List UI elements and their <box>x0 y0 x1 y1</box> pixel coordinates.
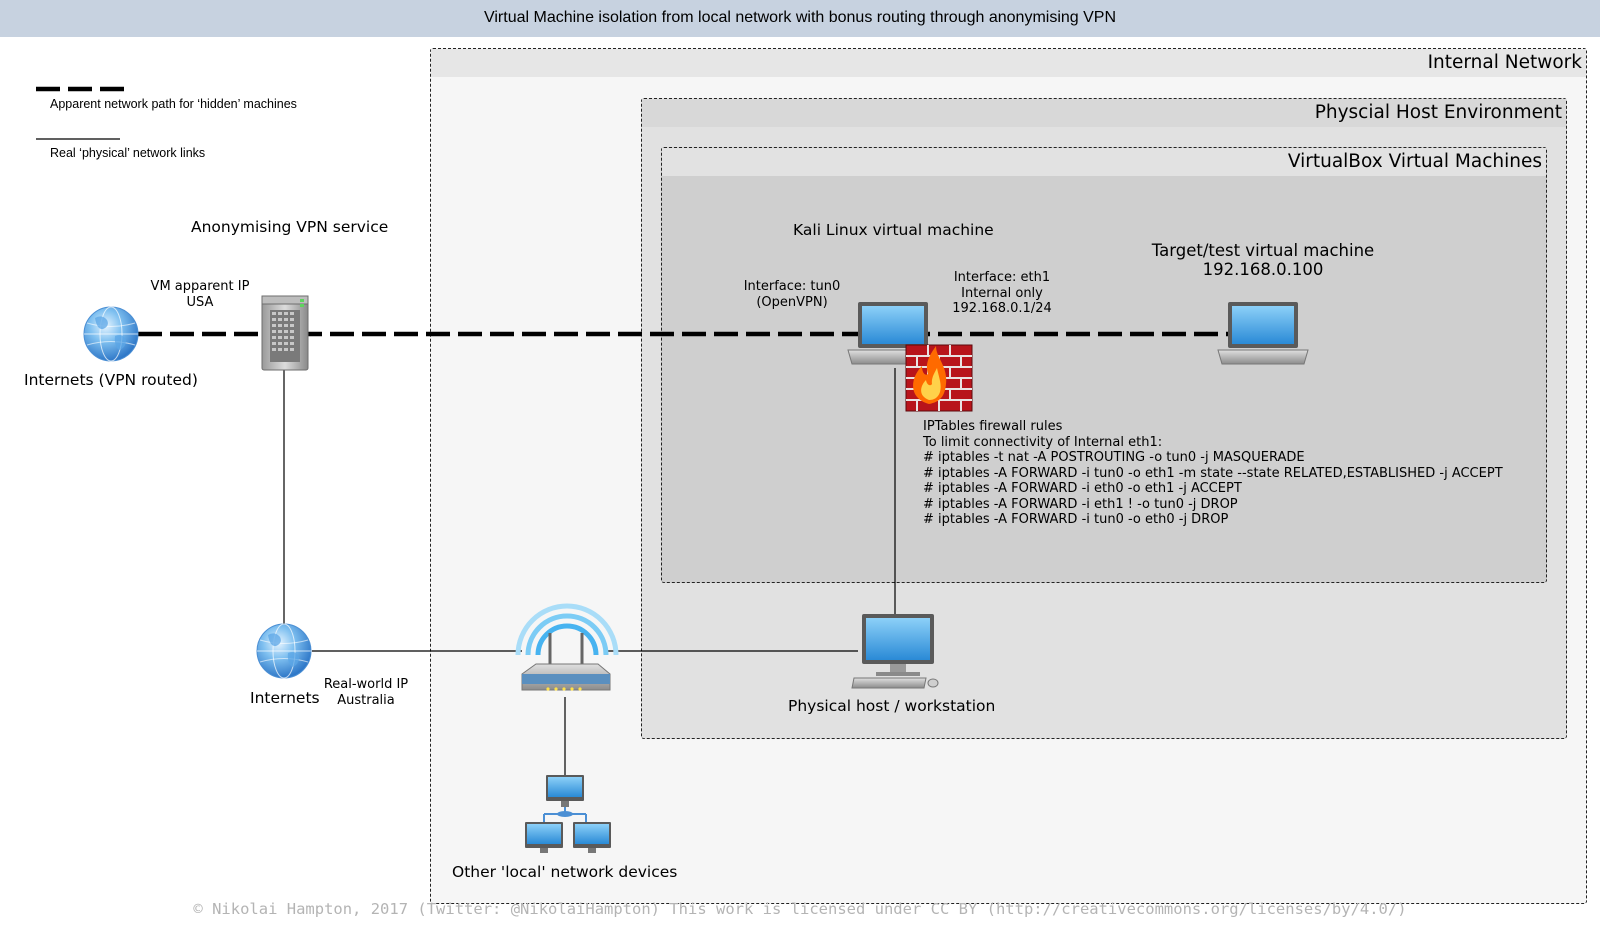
eth1-interface-label: Interface: eth1 Internal only 192.168.0.… <box>952 270 1052 316</box>
laptop-icon <box>847 302 939 365</box>
network-devices-icon <box>525 775 611 853</box>
virtualbox-zone: VirtualBox Virtual Machines <box>661 147 1547 583</box>
legend-solid-label: Real ‘physical’ network links <box>50 146 206 160</box>
wifi-router-icon <box>515 603 619 691</box>
kali-vm-label: Kali Linux virtual machine <box>793 221 994 239</box>
tun0-interface-label: Interface: tun0 (OpenVPN) <box>743 279 841 310</box>
firewall-icon <box>905 344 973 412</box>
title-banner: Virtual Machine isolation from local net… <box>0 0 1600 37</box>
vpn-service-label: Anonymising VPN service <box>191 218 389 236</box>
diagram-title: Virtual Machine isolation from local net… <box>483 9 1117 26</box>
firewall-rule-line: # iptables -A FORWARD -i eth0 -o eth1 -j… <box>923 481 1242 496</box>
firewall-rule-line: To limit connectivity of Internal eth1: <box>923 434 1163 450</box>
server-icon <box>261 295 309 371</box>
virtualbox-label: VirtualBox Virtual Machines <box>1287 151 1542 172</box>
internets-vpn-routed-label: Internets (VPN routed) <box>24 371 198 389</box>
internal-network-label: Internal Network <box>1427 52 1582 73</box>
globe-icon <box>256 623 312 679</box>
real-world-ip-label: Real-world IP Australia <box>323 677 409 708</box>
firewall-rules-text: IPTables firewall rules To limit connect… <box>923 419 1503 528</box>
desktop-computer-icon <box>851 614 939 689</box>
laptop-icon <box>1217 302 1309 365</box>
physical-host-label: Physical host / workstation <box>788 697 996 715</box>
firewall-rule-line: IPTables firewall rules <box>923 419 1063 434</box>
legend-dashed-label: Apparent network path for ‘hidden’ machi… <box>50 97 297 111</box>
copyright-notice: © Nikolai Hampton, 2017 (Twitter: @Nikol… <box>193 900 1407 918</box>
firewall-rule-line: # iptables -A FORWARD -i tun0 -o eth1 -m… <box>923 465 1503 481</box>
local-devices-label: Other 'local' network devices <box>452 863 678 881</box>
firewall-rule-line: # iptables -t nat -A POSTROUTING -o tun0… <box>923 450 1305 465</box>
firewall-rule-line: # iptables -A FORWARD -i eth1 ! -o tun0 … <box>923 496 1238 512</box>
globe-icon <box>83 306 139 362</box>
firewall-rule-line: # iptables -A FORWARD -i tun0 -o eth0 -j… <box>923 512 1229 527</box>
vm-apparent-ip-label: VM apparent IP USA <box>150 279 250 310</box>
target-vm-label: Target/test virtual machine 192.168.0.10… <box>1151 241 1375 279</box>
internets-label: Internets <box>250 689 320 707</box>
physical-host-environment-label: Physcial Host Environment <box>1314 102 1562 123</box>
